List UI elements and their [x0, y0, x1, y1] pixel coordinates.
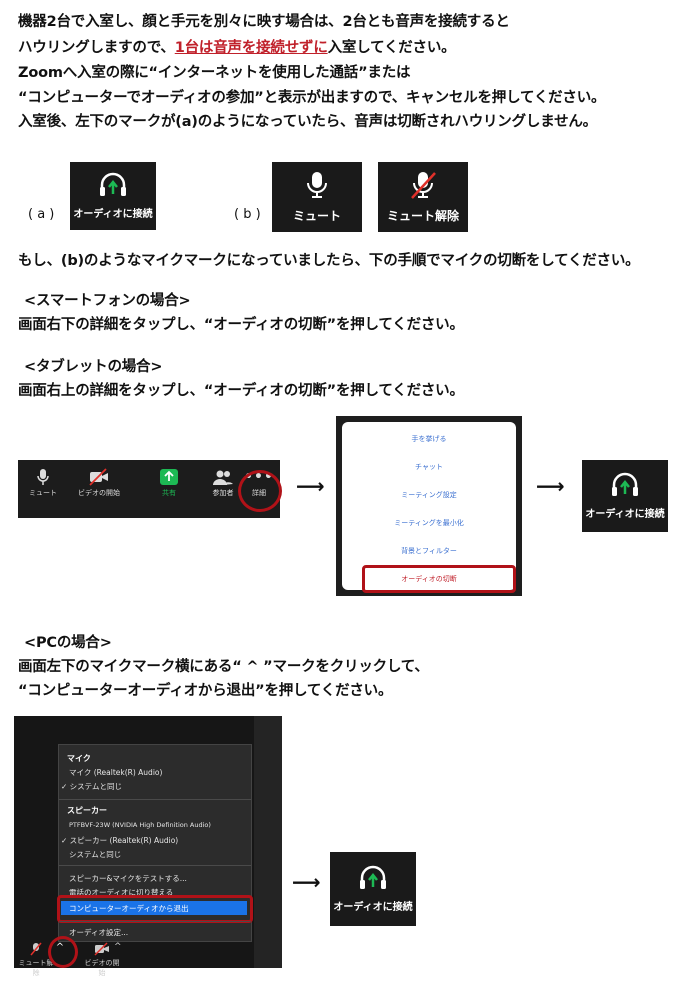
pc-side-panel [254, 716, 282, 968]
menu-item-meeting-settings[interactable]: ミーティング設定 [401, 491, 457, 499]
smartphone-heading: <スマートフォンの場合> [24, 293, 191, 309]
menu-divider [59, 865, 251, 866]
speaker-option-system[interactable]: システムと同じ [69, 850, 122, 859]
menu-item-chat[interactable]: チャット [415, 463, 443, 471]
more-menu-sheet: 手を挙げる チャット ミーティング設定 ミーティングを最小化 背景とフィルター … [342, 422, 516, 593]
pc-video-button[interactable]: ビデオの開始 [82, 942, 122, 978]
pc-zoom-window: マイク マイク (Realtek(R) Audio) ✓ システムと同じ スピー… [14, 716, 282, 977]
phone-more-menu: 手を挙げる チャット ミーティング設定 ミーティングを最小化 背景とフィルター … [336, 416, 522, 596]
mic-section-header: マイク [67, 754, 91, 763]
headphone-icon [358, 865, 388, 894]
smartphone-text: 画面右下の詳細をタップし、“オーディオの切断”を押してください。 [18, 317, 464, 333]
participants-icon [198, 466, 248, 488]
unmute-label: ミュート解除 [386, 209, 459, 223]
audio-connect-tile-a: オーディオに接続 [70, 162, 156, 230]
check-icon: ✓ [61, 782, 70, 791]
menu-item-minimize[interactable]: ミーティングを最小化 [394, 519, 464, 527]
menu-item-disconnect-audio[interactable]: オーディオの切断 [401, 575, 457, 583]
arrow-right-icon: ⟶ [536, 474, 565, 498]
pc-video-label: ビデオの開始 [84, 959, 120, 977]
arrow-right-icon: ⟶ [292, 870, 321, 894]
pc-audio-menu: マイク マイク (Realtek(R) Audio) ✓ システムと同じ スピー… [57, 744, 253, 942]
leave-audio-highlight [61, 901, 247, 915]
if-b-instruction: もし、(b)のようなマイクマークになっていましたら、下の手順でマイクの切断をして… [18, 253, 640, 269]
speaker-section-header: スピーカー [67, 806, 107, 815]
intro-line-2-pre: ハウリングしますので、 [18, 40, 175, 56]
toolbar-video-label: ビデオの開始 [78, 489, 120, 497]
leave-audio-red-box [57, 895, 253, 923]
leave-computer-audio-option[interactable]: コンピューターオーディオから退出 [69, 904, 189, 913]
intro-line-2-post: 入室してください。 [327, 40, 456, 56]
microphone-icon [18, 466, 68, 488]
headphone-icon [98, 172, 128, 201]
disconnect-highlight-box [362, 565, 516, 593]
pc-text-2: “コンピューターオーディオから退出”を押してください。 [18, 683, 393, 699]
toolbar-share-label: 共有 [162, 489, 176, 497]
speaker-option-realtek-label: スピーカー (Realtek(R) Audio) [69, 836, 179, 845]
audio-connect-pc-result-tile: オーディオに接続 [330, 852, 416, 926]
menu-item-background[interactable]: 背景とフィルター [401, 547, 457, 555]
audio-settings-option[interactable]: オーディオ設定... [69, 928, 129, 937]
pc-heading: <PCの場合> [24, 635, 112, 651]
menu-item-raise-hand[interactable]: 手を挙げる [411, 435, 447, 443]
pc-unmute-button[interactable]: ミュート解除 [18, 942, 54, 978]
mobile-meeting-toolbar: ミュート ビデオの開始 共有 参加者 ••• 詳細 [18, 460, 282, 518]
toolbar-share-button[interactable]: 共有 [144, 466, 194, 498]
mic-option-realtek[interactable]: マイク (Realtek(R) Audio) [69, 768, 163, 777]
video-off-icon [82, 942, 122, 958]
video-off-icon [70, 466, 128, 488]
share-icon [144, 466, 194, 488]
intro-line-1: 機器2台で入室し、顔と手元を別々に映す場合は、2台とも音声を接続すると [18, 14, 510, 30]
unmute-tile: ミュート解除 [378, 162, 468, 232]
test-audio-option[interactable]: スピーカー&マイクをテストする... [69, 874, 187, 883]
switch-phone-audio-option[interactable]: 電話のオーディオに切り替える [69, 888, 174, 897]
audio-connect-pc-label: オーディオに接続 [333, 902, 413, 913]
pc-text-1: 画面左下のマイクマーク横にある“ ^ ”マークをクリックして、 [18, 659, 429, 675]
menu-divider [59, 799, 251, 800]
audio-connect-result-tile: オーディオに接続 [582, 460, 668, 532]
video-options-caret-icon[interactable]: ^ [114, 942, 122, 952]
check-icon: ✓ [61, 836, 70, 845]
headphone-icon [610, 472, 640, 501]
caret-highlight-circle [48, 936, 78, 968]
intro-line-3: Zoomへ入室の際に“インターネットを使用した通話”または [18, 65, 411, 81]
speaker-option-realtek[interactable]: ✓ スピーカー (Realtek(R) Audio) [61, 835, 178, 846]
tablet-heading: <タブレットの場合> [24, 359, 163, 375]
mute-tile: ミュート [272, 162, 362, 232]
tablet-text: 画面右上の詳細をタップし、“オーディオの切断”を押してください。 [18, 383, 464, 399]
arrow-right-icon: ⟶ [296, 474, 325, 498]
intro-line-2: ハウリングしますので、1台は音声を接続せずに入室してください。 [18, 36, 456, 57]
audio-connect-label: オーディオに接続 [73, 209, 153, 220]
microphone-muted-icon [409, 170, 437, 203]
intro-line-4: “コンピューターでオーディオの参加”と表示が出ますので、キャンセルを押してくださ… [18, 90, 606, 106]
microphone-icon [305, 170, 329, 203]
toolbar-mute-label: ミュート [29, 489, 57, 497]
label-b: ( b ) [234, 207, 261, 222]
microphone-muted-icon [18, 942, 54, 958]
toolbar-participants-label: 参加者 [212, 489, 234, 497]
mute-label: ミュート [292, 209, 341, 223]
label-a: ( a ) [28, 207, 55, 222]
toolbar-video-button[interactable]: ビデオの開始 [70, 466, 128, 498]
intro-line-5: 入室後、左下のマークが(a)のようになっていたら、音声は切断されハウリングしませ… [18, 114, 597, 130]
toolbar-participants-button[interactable]: 参加者 [198, 466, 248, 498]
pc-unmute-label: ミュート解除 [18, 959, 54, 977]
toolbar-mute-button[interactable]: ミュート [18, 466, 68, 498]
intro-warning: 1台は音声を接続せずに [174, 40, 328, 56]
mic-option-system-label: システムと同じ [69, 782, 122, 791]
audio-connect-result-label: オーディオに接続 [585, 509, 665, 520]
speaker-option-nvidia[interactable]: PTFBVF-23W (NVIDIA High Definition Audio… [69, 821, 211, 829]
more-highlight-circle [238, 470, 282, 512]
mic-option-system[interactable]: ✓ システムと同じ [61, 781, 122, 792]
menu-divider [59, 921, 251, 922]
